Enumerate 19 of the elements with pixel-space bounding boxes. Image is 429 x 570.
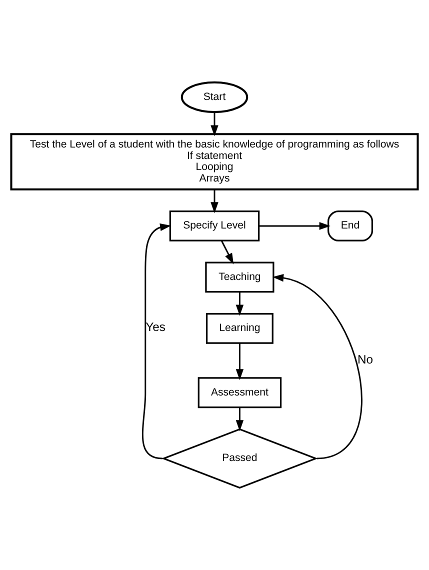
node-box: Assessment bbox=[198, 377, 282, 408]
arrow bbox=[236, 292, 244, 316]
arrow bbox=[236, 343, 244, 380]
arrow bbox=[221, 240, 234, 264]
node-box: Learning bbox=[206, 312, 274, 344]
edge-label: Yes bbox=[146, 320, 166, 334]
edge-label: No bbox=[358, 352, 374, 366]
arrow bbox=[272, 274, 362, 460]
node-diamond: Passed bbox=[161, 428, 318, 489]
arrow bbox=[210, 189, 218, 214]
arrow bbox=[259, 222, 330, 230]
node-box: Specify Level bbox=[169, 210, 260, 242]
node-box: End bbox=[328, 210, 374, 242]
arrow bbox=[236, 407, 244, 432]
node-box: Test the Level of a student with the basic knowledge of programming as follows If statement Looping Arrays bbox=[10, 133, 419, 190]
node-box: Teaching bbox=[205, 262, 274, 293]
node-ellipse: Start bbox=[180, 81, 248, 114]
arrow bbox=[210, 112, 218, 136]
arrow bbox=[142, 223, 172, 460]
